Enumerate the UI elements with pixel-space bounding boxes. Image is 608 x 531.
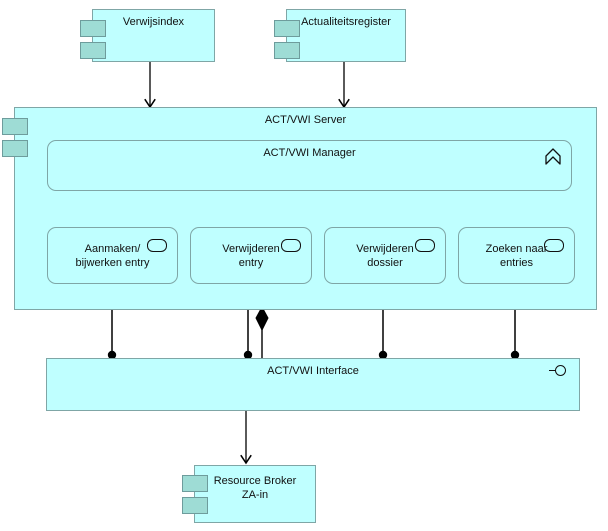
service-label: Aanmaken/ bijwerken entry <box>48 242 177 270</box>
service-label: Verwijderen entry <box>191 242 311 270</box>
component-act-vwi-manager-label: ACT/VWI Manager <box>263 147 356 159</box>
component-act-vwi-interface-label: ACT/VWI Interface <box>267 365 359 377</box>
component-verwijsindex[interactable]: Verwijsindex <box>80 9 215 62</box>
component-tab-bottom-icon <box>274 42 300 59</box>
component-tab-top-icon <box>182 475 208 492</box>
service-label-line1: Verwijderen <box>356 242 414 255</box>
service-box-zoeken-naar-entries[interactable]: Zoeken naar entries <box>458 227 575 284</box>
component-tab-top-icon <box>274 20 300 37</box>
lollipop-interface-icon <box>549 365 571 377</box>
connector-server-composes-interface <box>255 305 269 358</box>
service-label-line1: Verwijderen <box>222 242 280 255</box>
component-resource-broker-za-in[interactable]: Resource Broker ZA-in <box>182 465 316 523</box>
service-label-line2: bijwerken entry <box>75 256 150 269</box>
component-tab-top-icon <box>80 20 106 37</box>
service-label-line2: entries <box>499 256 534 269</box>
service-label-line2: entry <box>238 256 264 269</box>
chevron-up-icon <box>545 148 561 165</box>
application-service-icon <box>415 239 435 252</box>
application-service-icon <box>544 239 564 252</box>
application-service-icon <box>147 239 167 252</box>
component-act-vwi-interface[interactable]: ACT/VWI Interface <box>46 358 580 411</box>
component-resource-broker-label: Resource Broker ZA-in <box>195 474 315 502</box>
component-actualiteitsregister-label: Actualiteitsregister <box>301 16 391 28</box>
component-verwijsindex-label: Verwijsindex <box>122 16 185 28</box>
component-resource-broker-label-line1: Resource Broker <box>213 475 297 487</box>
component-tab-bottom-icon <box>2 140 28 157</box>
service-box-verwijderen-entry[interactable]: Verwijderen entry <box>190 227 312 284</box>
component-tab-top-icon <box>2 118 28 135</box>
service-label-line1: Zoeken naar <box>485 242 548 255</box>
service-label: Zoeken naar entries <box>459 242 574 270</box>
application-service-icon <box>281 239 301 252</box>
component-resource-broker-label-line2: ZA-in <box>241 489 269 501</box>
service-box-verwijderen-dossier[interactable]: Verwijderen dossier <box>324 227 446 284</box>
service-label-line1: Aanmaken/ <box>84 242 141 255</box>
component-act-vwi-server-label: ACT/VWI Server <box>264 114 347 126</box>
lollipop-ball <box>555 365 566 376</box>
component-actualiteitsregister[interactable]: Actualiteitsregister <box>274 9 406 62</box>
component-tab-bottom-icon <box>80 42 106 59</box>
service-label-line2: dossier <box>367 256 403 269</box>
lollipop-stem <box>549 370 556 372</box>
component-tab-bottom-icon <box>182 497 208 514</box>
service-box-aanmaken-bijwerken-entry[interactable]: Aanmaken/ bijwerken entry <box>47 227 178 284</box>
component-act-vwi-manager[interactable]: ACT/VWI Manager <box>47 140 572 191</box>
service-label: Verwijderen dossier <box>325 242 445 270</box>
